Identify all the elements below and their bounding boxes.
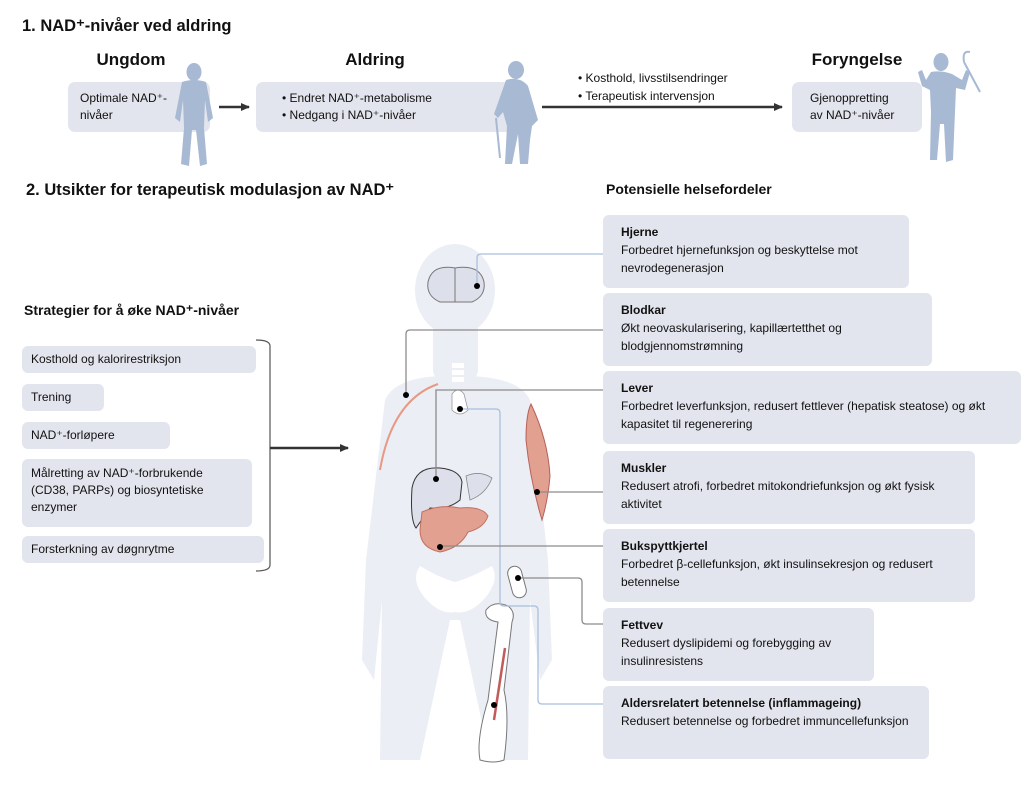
benefit-text: Redusert betennelse og forbedret immunce… — [621, 714, 909, 728]
fat-connector — [518, 577, 604, 625]
blood-vessel-connector — [405, 329, 604, 395]
stage-title-aging: Aldring — [345, 50, 405, 69]
inflammageing-connector — [460, 408, 604, 705]
benefit-blood-vessels: Blodkar Økt neovaskularisering, kapillær… — [603, 293, 932, 366]
rejuvenation-line-2: av NAD⁺-nivåer — [810, 108, 895, 122]
benefit-text: Forbedret β-cellefunksjon, økt insulinse… — [621, 557, 933, 589]
liver-connector — [435, 389, 604, 478]
strategy-item: NAD⁺-forløpere — [22, 422, 170, 449]
fat-tissue-organ — [507, 565, 527, 599]
benefits-title: Potensielle helsefordeler — [606, 181, 772, 197]
benefit-liver: Lever Forbedret leverfunksjon, redusert … — [603, 371, 1021, 444]
benefit-title: Lever — [621, 381, 654, 395]
muscle-organ — [525, 402, 551, 522]
benefit-title: Bukspyttkjertel — [621, 539, 708, 553]
thyroid-dot — [457, 406, 463, 412]
pancreas-organ — [419, 506, 489, 553]
aging-bullet-2: Nedgang i NAD⁺-nivåer — [282, 107, 518, 124]
youth-line-2: nivåer — [80, 108, 113, 122]
benefit-title: Fettvev — [621, 618, 664, 632]
benefit-title: Aldersrelatert betennelse (inflammageing… — [621, 696, 862, 710]
strategy-item: Forsterkning av døgnrytme — [22, 536, 264, 563]
strategy-item: Trening — [22, 384, 104, 411]
bone-marrow-dot — [491, 702, 497, 708]
strategies-bracket — [255, 339, 271, 572]
benefit-title: Hjerne — [621, 225, 659, 239]
benefit-pancreas: Bukspyttkjertel Forbedret β-cellefunksjo… — [603, 529, 975, 602]
section1-title: 1. NAD⁺-nivåer ved aldring — [22, 17, 232, 35]
benefit-muscles: Muskler Redusert atrofi, forbedret mitok… — [603, 451, 975, 524]
intervention-item: Kosthold, livsstilsendringer — [578, 70, 728, 87]
benefit-fat-tissue: Fettvev Redusert dyslipidemi og forebygg… — [603, 608, 874, 681]
benefit-text: Forbedret leverfunksjon, redusert fettle… — [621, 399, 986, 431]
benefit-text: Forbedret hjernefunksjon og beskyttelse … — [621, 243, 858, 275]
young-person-icon — [175, 63, 213, 166]
pelvis — [416, 566, 495, 613]
stage-title-rejuvenation: Foryngelse — [811, 50, 903, 69]
benefit-title: Muskler — [621, 461, 667, 475]
benefit-text: Økt neovaskularisering, kapillærtetthet … — [621, 321, 842, 353]
pancreas-dot — [437, 544, 443, 550]
intervention-list: Kosthold, livsstilsendringer Terapeutisk… — [578, 70, 728, 105]
liver-dot — [433, 476, 439, 482]
bone-marrow — [492, 647, 507, 721]
brain-dot — [474, 283, 480, 289]
benefit-brain: Hjerne Forbedret hjernefunksjon og besky… — [603, 215, 909, 288]
strategy-item: Kosthold og kalorirestriksjon — [22, 346, 256, 373]
brain-connector — [476, 253, 604, 284]
benefit-inflammageing: Aldersrelatert betennelse (inflammageing… — [603, 686, 929, 759]
intervention-item: Terapeutisk intervensjon — [578, 88, 728, 105]
section2-title: 2. Utsikter for terapeutisk modulasjon a… — [26, 181, 395, 199]
rejuvenation-line-1: Gjenoppretting — [810, 91, 889, 105]
muscle-dot — [534, 489, 540, 495]
benefit-title: Blodkar — [621, 303, 666, 317]
benefit-text: Redusert atrofi, forbedret mitokondriefu… — [621, 479, 935, 511]
benefit-text: Redusert dyslipidemi og forebygging av i… — [621, 636, 832, 668]
rejuvenated-person-raising-cane-icon — [918, 50, 981, 162]
strategies-title: Strategier for å øke NAD⁺-nivåer — [24, 302, 240, 318]
rejuvenation-box: Gjenoppretting av NAD⁺-nivåer — [792, 82, 922, 132]
blood-vessel-dot — [403, 392, 409, 398]
aging-bullet-1: Endret NAD⁺-metabolisme — [282, 90, 518, 107]
elderly-person-with-cane-icon — [494, 61, 538, 164]
fat-dot — [515, 575, 521, 581]
aging-box: Endret NAD⁺-metabolisme Nedgang i NAD⁺-n… — [256, 82, 518, 132]
blood-vessel — [379, 383, 439, 471]
stage-title-youth: Ungdom — [96, 50, 166, 69]
youth-line-1: Optimale NAD⁺- — [80, 91, 168, 105]
strategy-item: Målretting av NAD⁺-forbrukende (CD38, PA… — [22, 459, 252, 527]
